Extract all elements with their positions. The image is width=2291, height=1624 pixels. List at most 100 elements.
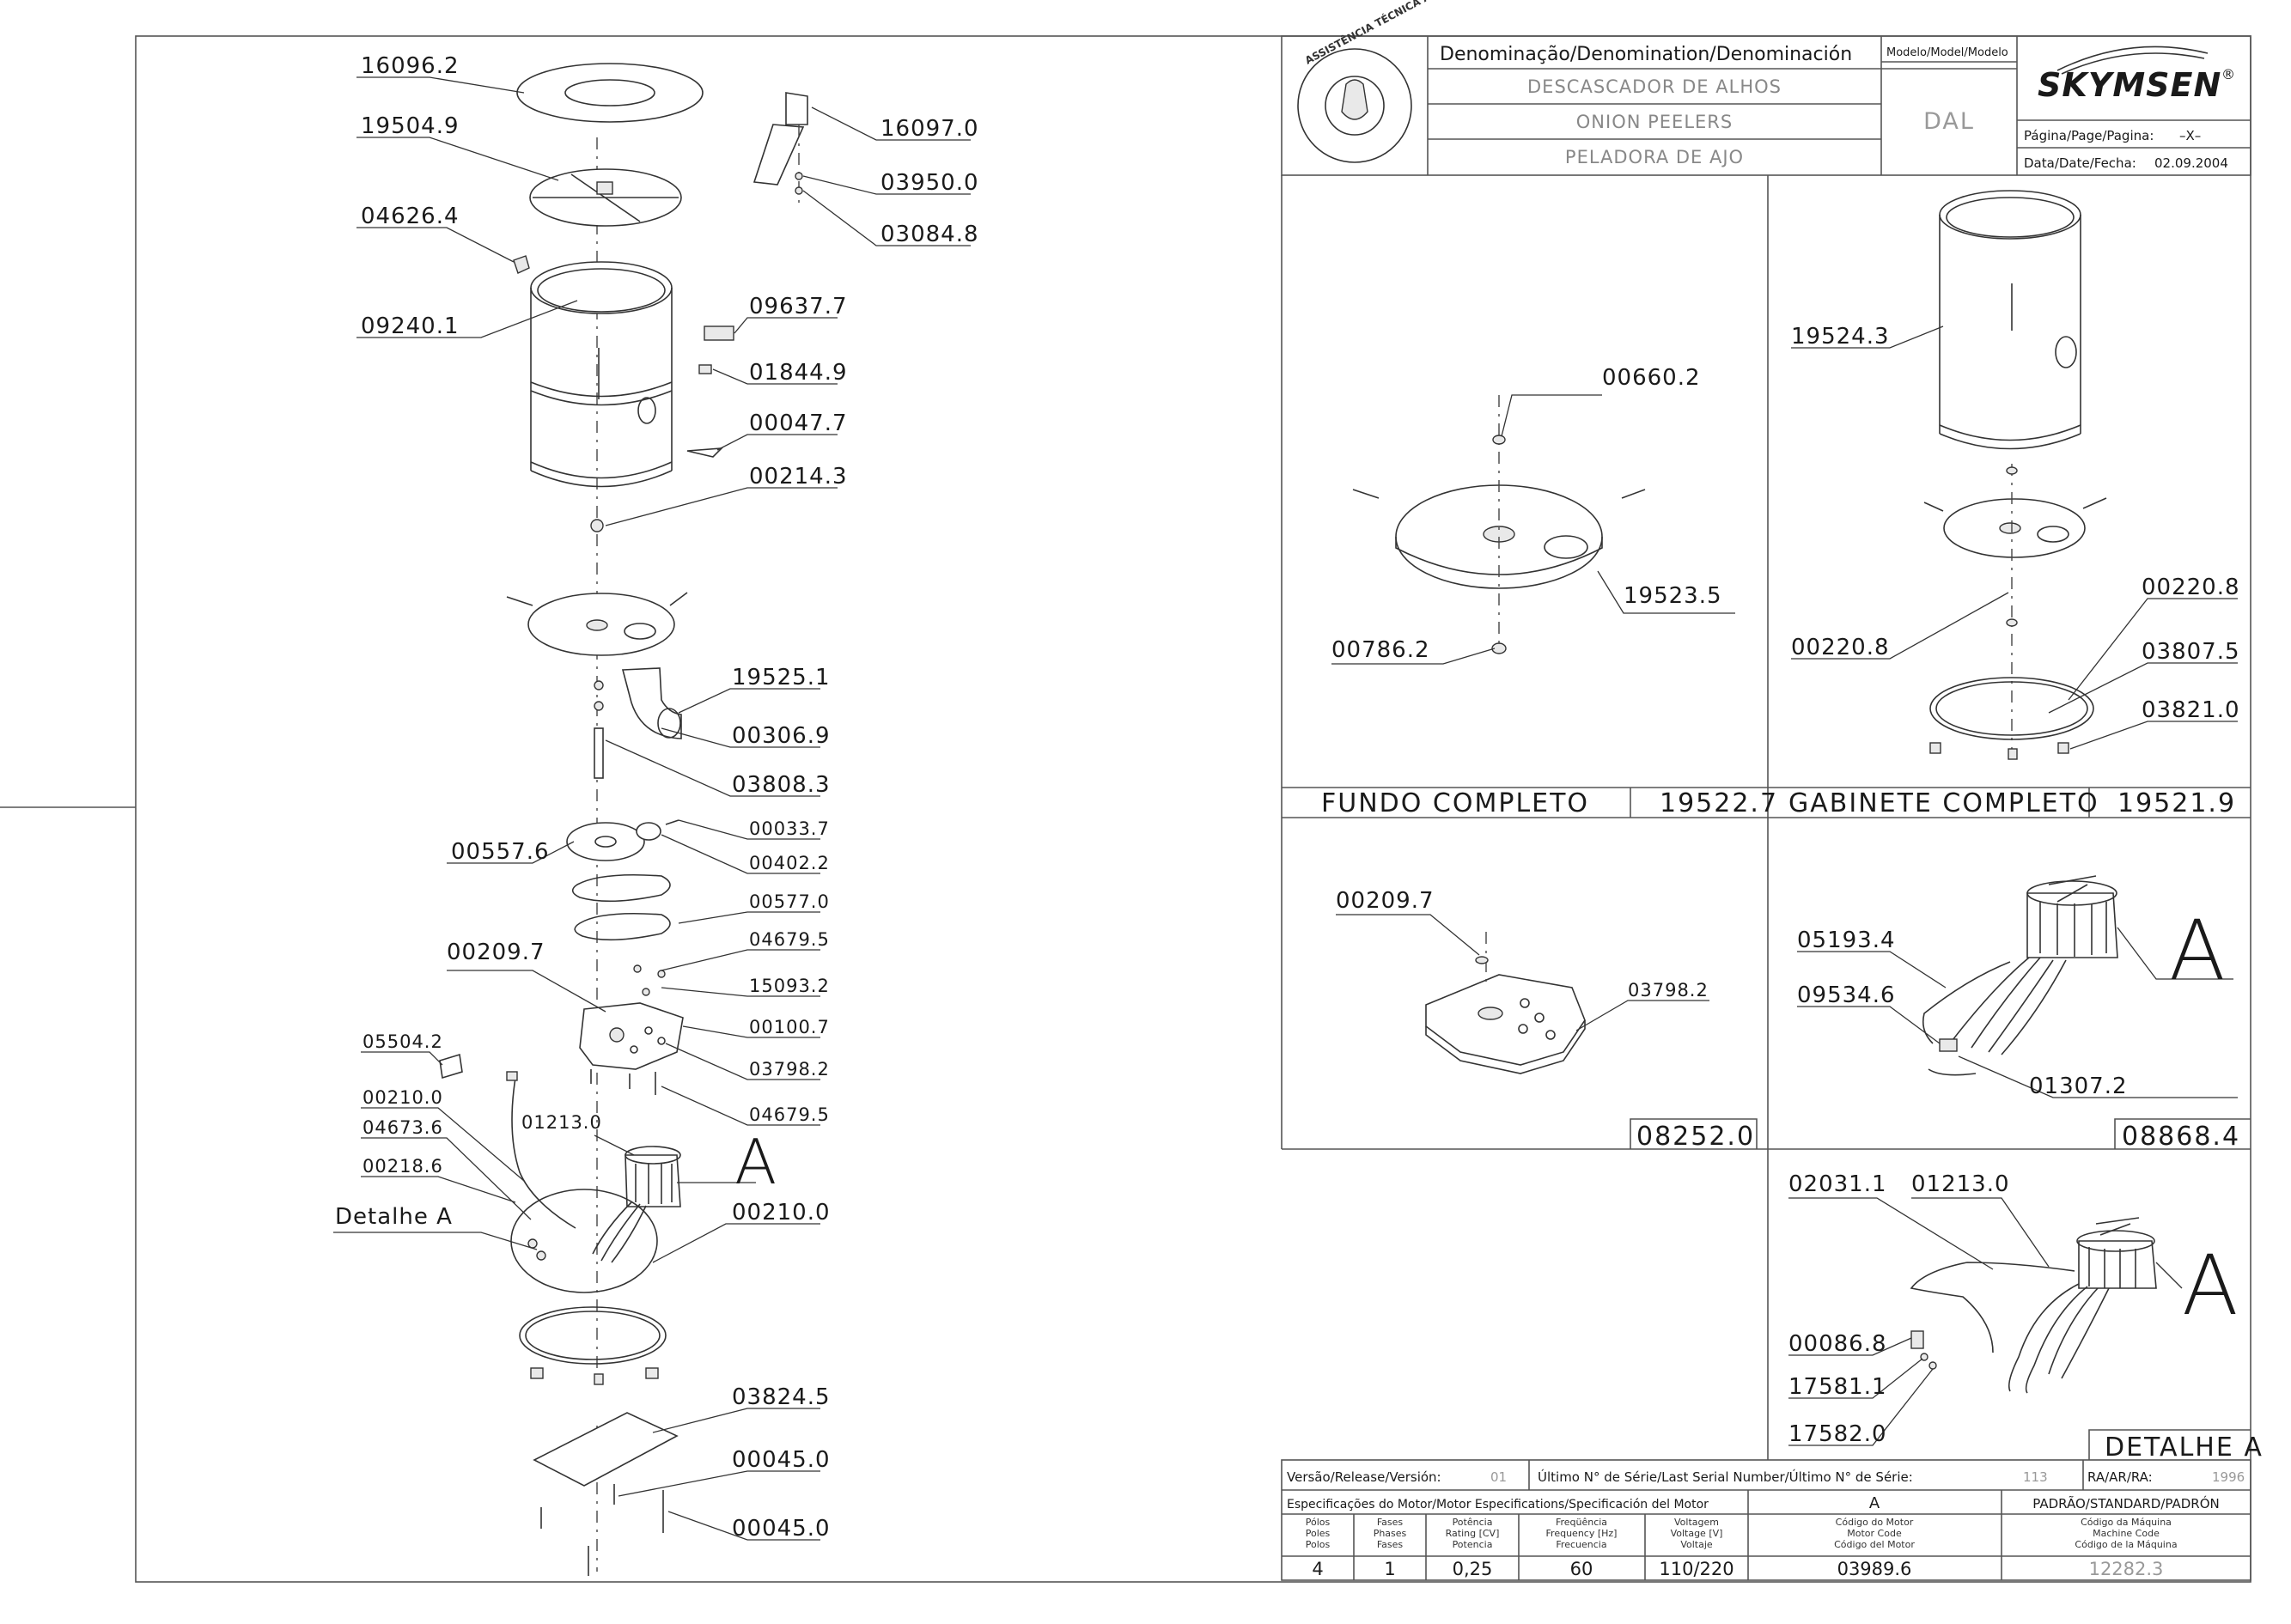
- part-label: 01213.0: [521, 1112, 602, 1133]
- cylinder-port: [637, 397, 656, 424]
- part-label: 04679.5: [749, 1104, 830, 1125]
- shaft: [594, 727, 604, 779]
- part-label: 00402.2: [749, 853, 830, 873]
- set-screw: [665, 819, 679, 825]
- part-label: 05504.2: [363, 1031, 443, 1052]
- part-label: 09534.6: [1797, 982, 1896, 1008]
- version-label: Versão/Release/Versión:: [1287, 1469, 1441, 1485]
- authorized-service-seal: [1297, 48, 1412, 163]
- serial-label: Último N° de Série/Last Serial Number/Úl…: [1538, 1469, 1913, 1485]
- spec-value-poles: 4: [1312, 1559, 1323, 1579]
- part-label: 00045.0: [732, 1516, 831, 1542]
- part-label: 01844.9: [749, 360, 848, 386]
- screw: [795, 172, 803, 180]
- top-ring-hole: [564, 79, 655, 106]
- page-value: –X–: [2179, 128, 2201, 143]
- foot: [530, 1367, 544, 1379]
- washer: [590, 519, 604, 532]
- part-label: 16097.0: [880, 116, 979, 142]
- svg-text:Frecuencia: Frecuencia: [1556, 1539, 1606, 1550]
- title-block: ASSISTÊNCIA TÉCNICA AUTORIZADA Denominaç…: [1281, 0, 2251, 176]
- svg-text:Fases: Fases: [1377, 1539, 1404, 1550]
- part-label: 19525.1: [732, 665, 831, 690]
- part-label: 03798.2: [1628, 980, 1709, 1001]
- detail-a-letter: A: [734, 1126, 777, 1198]
- part-label: 00557.6: [451, 839, 550, 865]
- part-label: 17582.0: [1788, 1421, 1887, 1447]
- svg-text:Código do Motor: Código do Motor: [1836, 1517, 1914, 1528]
- date-label: Data/Date/Fecha:: [2024, 155, 2136, 171]
- part-label: 00210.0: [732, 1200, 831, 1226]
- part-label: 00220.8: [1791, 635, 1890, 660]
- panel-code: 08868.4: [2122, 1122, 2240, 1152]
- svg-text:Phases: Phases: [1374, 1528, 1407, 1539]
- svg-text:Código del Motor: Código del Motor: [1834, 1539, 1915, 1550]
- foot: [594, 1373, 604, 1385]
- motor-fins: [635, 1164, 673, 1204]
- panel-fundo-completo: 00660.2 19523.5 00786.2 FUNDO COMPLETO 1…: [1321, 365, 1776, 818]
- ra-label: RA/AR/RA:: [2087, 1469, 2153, 1485]
- spec-value-phases: 1: [1384, 1559, 1395, 1579]
- part-label: 00045.0: [732, 1447, 831, 1473]
- cylinder-bottom-rim: [530, 461, 673, 479]
- belt: [571, 873, 671, 903]
- part-label: 00220.8: [2142, 575, 2240, 600]
- motor-letter: A: [2169, 903, 2226, 999]
- elbow-pipe: [621, 667, 682, 739]
- panel-code: 08252.0: [1636, 1122, 1755, 1152]
- deflector-bracket: [785, 92, 808, 125]
- part-label: 00100.7: [749, 1017, 830, 1037]
- label-plate: [704, 325, 734, 341]
- svg-text:Machine Code: Machine Code: [2093, 1528, 2160, 1539]
- page-label: Página/Page/Pagina:: [2024, 128, 2154, 143]
- cylinder-top-inner: [537, 268, 666, 313]
- part-label: 17581.1: [1788, 1374, 1887, 1400]
- part-label: 00786.2: [1331, 637, 1430, 663]
- base-plate: [579, 1002, 684, 1070]
- cylinder-wall: [530, 288, 673, 471]
- part-label: 04673.6: [363, 1117, 443, 1138]
- small-pulley: [636, 822, 661, 841]
- part-label: 03950.0: [880, 170, 979, 196]
- svg-text:Voltagem: Voltagem: [1674, 1517, 1719, 1528]
- part-label: 03821.0: [2142, 697, 2240, 723]
- base-boss: [609, 1027, 625, 1043]
- part-label: 04679.5: [749, 929, 830, 950]
- small-clip: [698, 364, 712, 374]
- part-label: 00033.7: [749, 818, 830, 839]
- motor-top: [625, 1146, 681, 1165]
- subassembly-grid: [1281, 175, 2251, 1460]
- spec-value-voltage: 110/220: [1659, 1559, 1733, 1579]
- cord-plug: [506, 1071, 518, 1081]
- motor-wires: [592, 1201, 647, 1263]
- machine-name-es: PELADORA DE AJO: [1565, 147, 1744, 167]
- part-label: 00214.3: [749, 464, 848, 490]
- part-label: 03824.5: [732, 1384, 831, 1410]
- large-pulley: [566, 822, 645, 861]
- main-leaders: [333, 76, 971, 1541]
- part-label: 16096.2: [361, 53, 460, 79]
- shaft-washer: [594, 680, 604, 690]
- part-label: 00210.0: [363, 1087, 443, 1108]
- detail-a-label: Detalhe A: [335, 1204, 453, 1230]
- disk-pin: [669, 592, 688, 606]
- brand-mark: ®: [2221, 66, 2235, 82]
- sticker: [439, 1053, 463, 1080]
- base-hole: [657, 1037, 666, 1045]
- part-label: 03808.3: [732, 772, 831, 798]
- ra-value: 1996: [2212, 1469, 2245, 1485]
- panel-base-plate: 00209.7 03798.2 08252.0: [1336, 888, 1755, 1152]
- cylinder-band: [530, 390, 673, 406]
- switch-part: [527, 1238, 538, 1249]
- power-cord: [511, 1077, 576, 1229]
- svg-text:Freqüência: Freqüência: [1556, 1517, 1607, 1528]
- switch-part: [536, 1250, 546, 1261]
- main-labels: 16096.2 19504.9 04626.4 09240.1 16097.0 …: [335, 53, 979, 1542]
- foot: [645, 1367, 659, 1379]
- part-label: 01307.2: [2029, 1074, 2128, 1099]
- denomination-label: Denominação/Denomination/Denominación: [1440, 44, 1852, 65]
- part-label: 09240.1: [361, 313, 460, 339]
- svg-text:Motor Code: Motor Code: [1847, 1528, 1902, 1539]
- detail-a-outline: [510, 1189, 658, 1293]
- panel-detalhe-a: 02031.1 01213.0 00086.8 17581.1 17582.0 …: [1788, 1171, 2262, 1463]
